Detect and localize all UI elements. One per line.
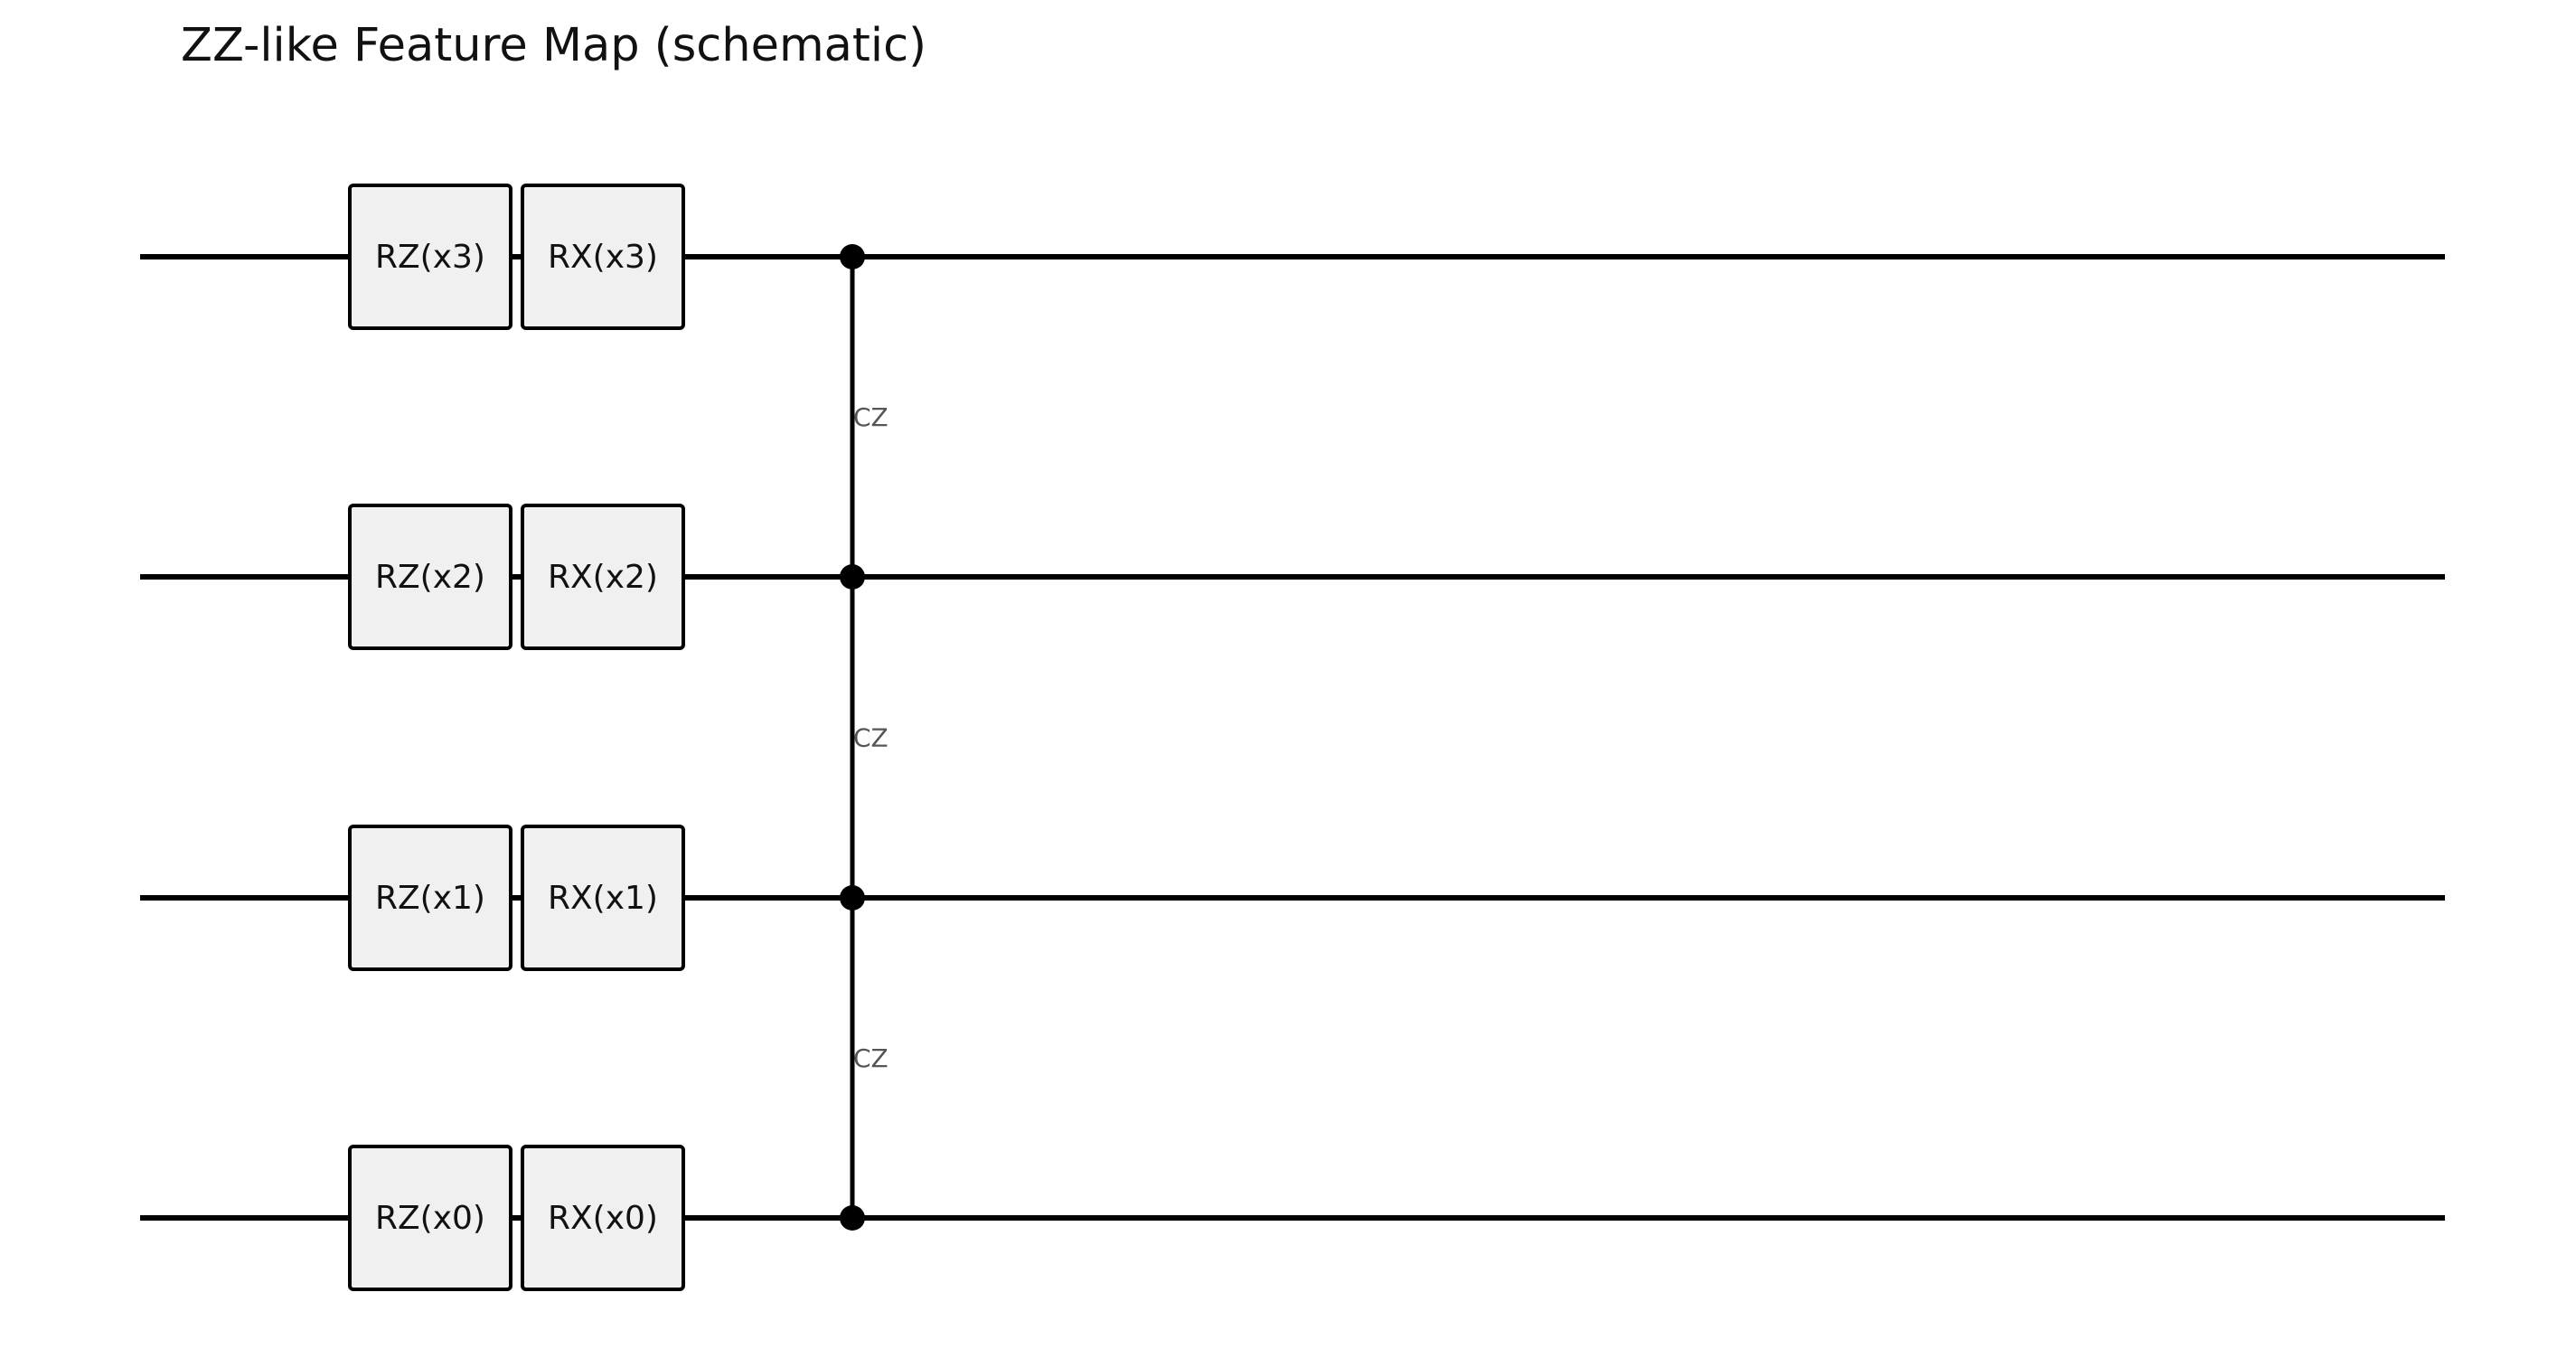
qubit-wires: [140, 254, 2445, 1221]
gate-label: RZ(x1): [375, 880, 485, 917]
gate-rect: [521, 504, 685, 650]
gate-rect: [348, 1145, 512, 1291]
control-dot: [840, 564, 865, 590]
gate-box: RX(x0): [521, 1145, 685, 1291]
control-dots: [840, 244, 865, 1231]
gate-rect: [348, 504, 512, 650]
gate-rect: [348, 825, 512, 971]
gate-label: RZ(x0): [375, 1200, 485, 1237]
gate-box: RZ(x2): [348, 504, 512, 650]
cz-label: CZ: [853, 402, 888, 432]
gate-layer: RZ(x3) RX(x3) RZ(x2) RX(x2) RZ(x1) RX(x1) RZ(x…: [348, 184, 685, 1291]
gate-label: RZ(x3): [375, 239, 485, 276]
gate-rect: [521, 1145, 685, 1291]
gate-label: RX(x2): [548, 559, 658, 596]
control-dot: [840, 244, 865, 269]
gate-box: RX(x3): [521, 184, 685, 330]
gate-label: RX(x1): [548, 880, 658, 917]
gate-label: RZ(x2): [375, 559, 485, 596]
cz-label: CZ: [853, 1043, 888, 1073]
gate-rect: [348, 184, 512, 330]
control-dot: [840, 885, 865, 910]
cz-labels: CZ CZ CZ: [853, 402, 888, 1073]
control-dot: [840, 1205, 865, 1231]
gate-box: RZ(x0): [348, 1145, 512, 1291]
cz-label: CZ: [853, 723, 888, 753]
diagram-title: ZZ-like Feature Map (schematic): [181, 19, 926, 72]
gate-label: RX(x0): [548, 1200, 658, 1237]
gate-rect: [521, 184, 685, 330]
gate-box: RZ(x3): [348, 184, 512, 330]
gate-rect: [521, 825, 685, 971]
gate-box: RX(x1): [521, 825, 685, 971]
gate-box: RZ(x1): [348, 825, 512, 971]
gate-box: RX(x2): [521, 504, 685, 650]
gate-label: RX(x3): [548, 239, 658, 276]
